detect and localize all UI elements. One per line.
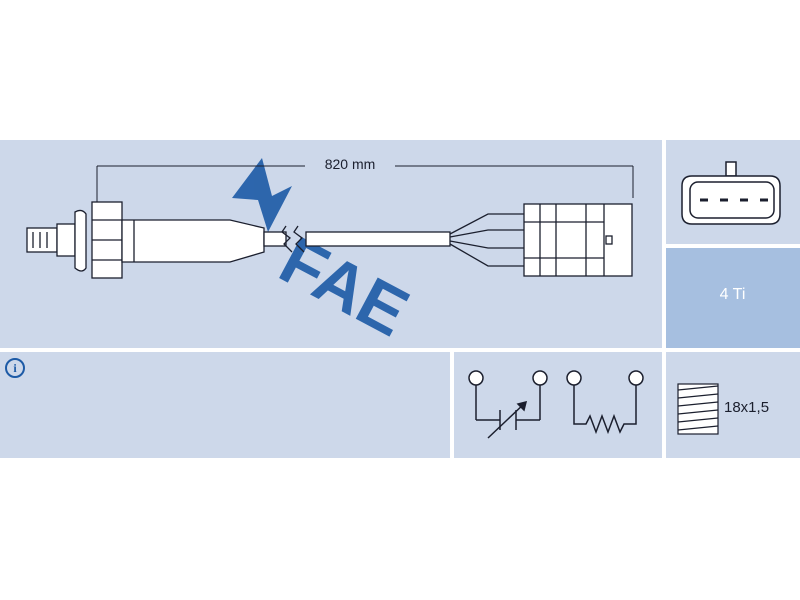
- oxygen-sensor: [26, 201, 633, 279]
- circuit-panel: [454, 352, 662, 458]
- wire-2: [449, 229, 524, 238]
- connector-face-icon: [681, 161, 781, 225]
- logo-mark: [232, 158, 292, 232]
- wire-3: [449, 240, 524, 249]
- sensor-sleeve: [121, 219, 265, 263]
- sensor-tip: [26, 227, 58, 253]
- thread-icon: [677, 383, 719, 435]
- length-dimension: [96, 165, 634, 206]
- cable-right: [305, 231, 451, 247]
- sensor-flange: [74, 209, 87, 272]
- connector-latch: [605, 235, 613, 245]
- connector-housing: [523, 203, 633, 277]
- heater-resistor-symbol: [566, 370, 644, 435]
- info-panel: [0, 352, 450, 458]
- fae-logo: FAE: [232, 158, 420, 351]
- thread-size-label: 18x1,5: [724, 399, 770, 416]
- cable-length-label: 820 mm: [305, 156, 395, 172]
- wire-4: [449, 243, 524, 267]
- sensor-collar: [56, 223, 76, 257]
- wire-count-label: 4 Ti: [719, 286, 746, 303]
- wire-1: [449, 213, 524, 235]
- info-icon[interactable]: i: [5, 358, 25, 378]
- cable-break: [281, 225, 293, 253]
- variable-resistor-symbol: [468, 370, 548, 439]
- wire-count-panel: [666, 248, 800, 348]
- cable-left: [263, 231, 287, 247]
